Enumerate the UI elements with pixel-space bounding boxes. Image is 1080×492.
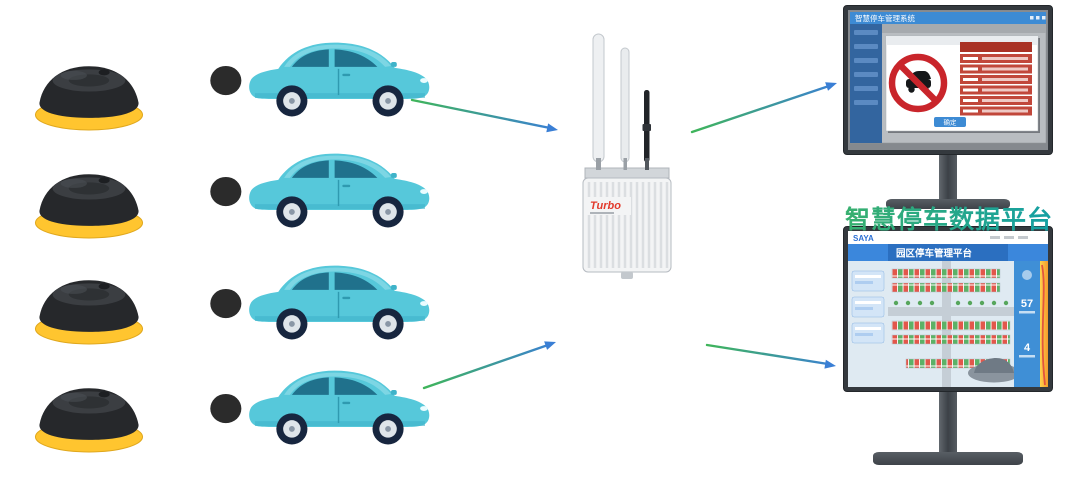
alert-detail-table — [960, 42, 1032, 116]
antenna-middle-icon — [620, 47, 630, 163]
map-car-illustration — [968, 358, 1020, 383]
header-banner — [888, 244, 1008, 261]
gateway-logo-plate — [587, 197, 631, 215]
dialog-header — [886, 36, 1038, 45]
car-2 — [210, 152, 431, 229]
stat-top-value: 57 — [1021, 298, 1033, 310]
monitor-bottom-stand-base — [873, 452, 1023, 465]
antenna-middle-connector — [623, 158, 627, 170]
map-info-cards — [851, 270, 885, 344]
geomagnetic-sensor-3 — [34, 279, 144, 345]
arrowhead-gateway-to-monitor-top — [825, 82, 837, 91]
car-3 — [210, 264, 431, 341]
window-title: 智慧停车管理系统 — [855, 13, 915, 23]
arrow-car1-to-gateway — [410, 98, 552, 130]
car-1 — [210, 41, 431, 118]
maximize-icon — [1036, 16, 1040, 20]
gateway-brand-label: Turbo — [590, 200, 621, 212]
platform-logo: SAYA — [853, 234, 874, 243]
stat-icon — [1022, 270, 1032, 280]
window-titlebar — [850, 12, 1046, 24]
antenna-right-connector — [645, 158, 649, 170]
menu-bars — [990, 236, 1028, 239]
geomagnetic-sensor-1 — [34, 65, 144, 131]
data-flow-arrows — [410, 82, 837, 390]
monitor-bottom-ui: SAYA 园区停车管理平台 — [848, 231, 1048, 387]
window-sidebar — [850, 24, 882, 143]
geomagnetic-sensor-4 — [34, 387, 144, 453]
window-toolbar — [882, 24, 1046, 33]
monitor-top-ui: 智慧停车管理系统 — [848, 10, 1048, 150]
antenna-left-connector — [596, 158, 601, 170]
gateway-bottom-port — [621, 272, 633, 279]
confirm-button-label: 确定 — [944, 118, 958, 127]
geomagnetic-sensor-2 — [34, 173, 144, 239]
arrowhead-car1-to-gateway — [546, 123, 558, 133]
stats-sidebar — [1014, 261, 1040, 387]
antenna-left-icon — [592, 33, 605, 163]
lora-gateway: Turbo — [582, 33, 672, 279]
browser-strip — [848, 231, 1048, 244]
no-parking-sign-icon — [888, 53, 948, 113]
arrowhead-car4-to-gateway — [544, 341, 556, 350]
arrowhead-gateway-to-monitor-bottom — [824, 359, 836, 369]
monitor-bottom: SAYA 园区停车管理平台 — [843, 226, 1053, 465]
diagram-caption: 智慧停车数据平台 — [843, 200, 1055, 236]
stat-bottom-bar — [1019, 355, 1035, 358]
heat-gradient-band — [1040, 261, 1048, 387]
gateway-model-bar — [590, 212, 614, 214]
confirm-button — [934, 117, 966, 127]
gateway-fins — [587, 182, 669, 268]
sidebar-menu-bars — [854, 30, 878, 105]
map-trees — [893, 300, 1009, 306]
monitor-top: 智慧停车管理系统 — [843, 5, 1053, 209]
arrow-gateway-to-monitor-top — [690, 84, 831, 134]
arrow-gateway-to-monitor-bottom — [705, 343, 830, 366]
minimize-icon — [1030, 16, 1034, 20]
antenna-right-joint — [642, 124, 651, 131]
close-icon — [1042, 16, 1046, 20]
platform-title: 园区停车管理平台 — [896, 248, 973, 260]
heat-curve — [1041, 264, 1046, 386]
monitor-top-stand-pole — [939, 155, 957, 199]
monitor-top-stand-base — [886, 199, 1010, 209]
monitor-bottom-stand-pole — [939, 392, 957, 452]
car-4 — [210, 369, 431, 446]
monitor-bottom-screen: SAYA 园区停车管理平台 — [843, 226, 1053, 392]
map-road-horizontal — [888, 307, 1040, 316]
stat-bottom-value: 4 — [1024, 342, 1031, 354]
arrow-car4-to-gateway — [422, 343, 550, 390]
parking-spot-rows — [891, 268, 1011, 369]
monitor-top-screen: 智慧停车管理系统 — [843, 5, 1053, 155]
stat-top-bar — [1019, 311, 1035, 314]
